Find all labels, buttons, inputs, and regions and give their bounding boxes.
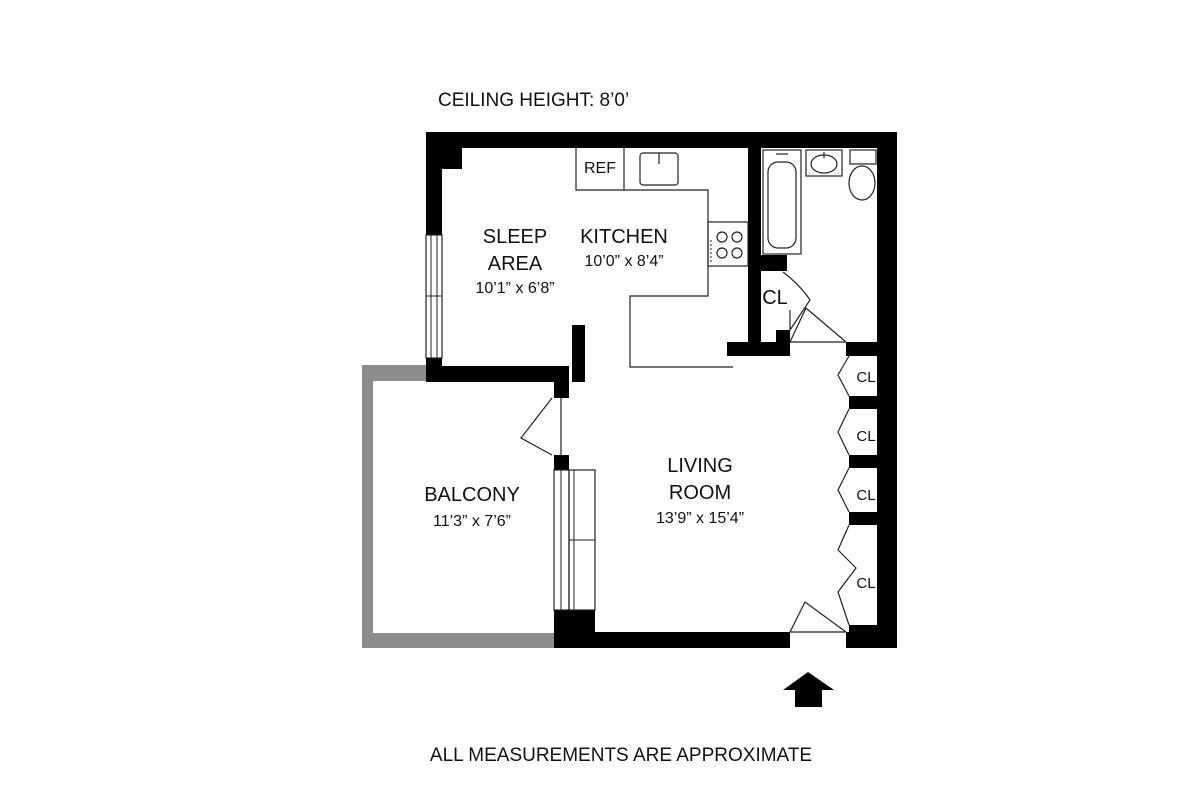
bathroom-door (789, 307, 847, 343)
bathroom-sink-icon (805, 149, 843, 177)
balcony-swing-door (520, 397, 562, 456)
balcony-railing (362, 365, 554, 648)
living-room-label-2: ROOM (669, 482, 731, 504)
bathtub-icon (762, 149, 802, 255)
balcony-dimensions: 11’3” x 7’6” (433, 513, 511, 530)
closet-label-4: CL (856, 575, 875, 592)
balcony-label: BALCONY (424, 484, 520, 506)
measurement-note: ALL MEASUREMENTS ARE APPROXIMATE (430, 745, 812, 766)
closet-label-3: CL (856, 487, 875, 504)
refrigerator-label: REF (584, 160, 616, 177)
stove-icon (710, 231, 743, 262)
sleep-area-window (425, 234, 443, 359)
ceiling-height-label: CEILING HEIGHT: 8’0’ (438, 90, 629, 111)
kitchen-label: KITCHEN (580, 226, 668, 248)
kitchen-counter (575, 148, 749, 368)
closet-label-kitchen: CL (762, 287, 788, 309)
sleep-area-label-2: AREA (488, 253, 543, 275)
sleep-area-label-1: SLEEP (483, 226, 547, 248)
living-room-dimensions: 13’9” x 15’4” (656, 510, 744, 527)
entry-arrow-icon (783, 672, 834, 707)
entry-door (789, 601, 847, 633)
closet-label-2: CL (856, 428, 875, 445)
kitchen-dimensions: 10’0” x 8’4” (584, 253, 663, 270)
balcony-sliding-door (553, 469, 596, 611)
living-room-label-1: LIVING (667, 455, 733, 477)
cl-door-kitchen (782, 271, 811, 331)
sleep-area-dimensions: 10’1” x 6’8” (475, 280, 554, 297)
closet-label-1: CL (856, 369, 875, 386)
closet-doors (837, 355, 857, 626)
walls (426, 132, 897, 648)
toilet-icon (848, 149, 877, 201)
kitchen-sink-icon (639, 152, 679, 186)
